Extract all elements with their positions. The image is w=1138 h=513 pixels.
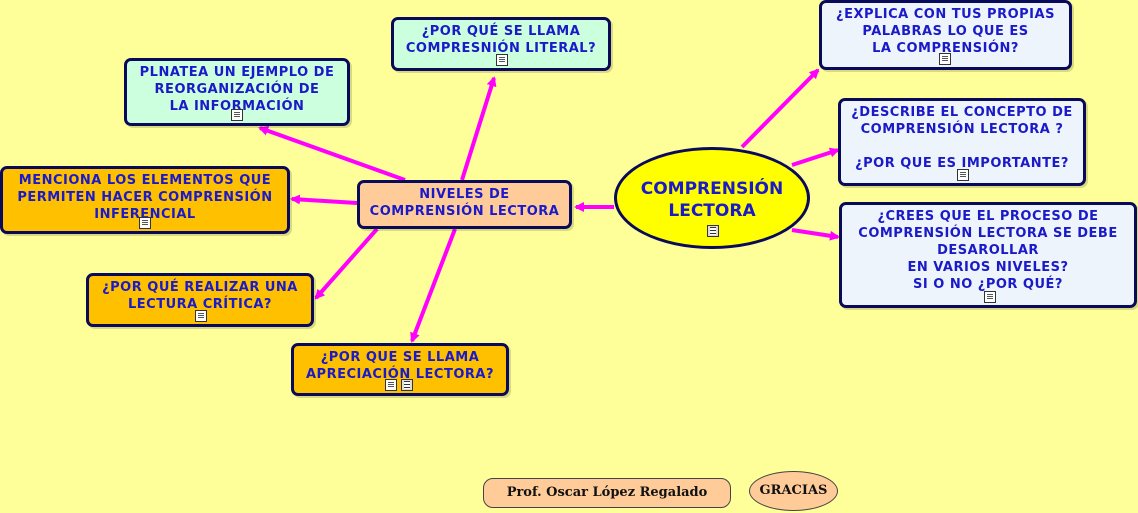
- hub-niveles-comprension[interactable]: NIVELES DE COMPRENSIÓN LECTORA: [357, 180, 572, 229]
- document-icon[interactable]: [385, 379, 397, 391]
- link-hub-reorganizacion: [258, 125, 406, 182]
- node-explica[interactable]: ¿EXPLICA CON TUS PROPIAS PALABRAS LO QUE…: [819, 0, 1072, 70]
- link-center-niveles: [791, 228, 840, 241]
- node-reorganizacion[interactable]: PLNATEA UN EJEMPLO DE REORGANIZACIÓN DE …: [124, 58, 350, 126]
- node-critica-label: ¿POR QUÉ REALIZAR UNA LECTURA CRÍTICA?: [102, 280, 298, 312]
- document-icon[interactable]: [231, 109, 243, 121]
- document-icon[interactable]: [496, 54, 508, 66]
- node-describe[interactable]: ¿DESCRIBE EL CONCEPTO DE COMPRENSIÓN LEC…: [838, 98, 1086, 186]
- node-explica-label: ¿EXPLICA CON TUS PROPIAS PALABRAS LO QUE…: [836, 7, 1055, 56]
- document-icon[interactable]: [957, 169, 969, 181]
- node-apreciacion-label: ¿POR QUE SE LLAMA APRECIACIÓN LECTORA?: [306, 350, 494, 382]
- link-center-explica: [740, 68, 820, 149]
- node-describe-label: ¿DESCRIBE EL CONCEPTO DE COMPRENSIÓN LEC…: [851, 105, 1073, 171]
- film-icon[interactable]: [707, 225, 719, 237]
- hub-label: NIVELES DE COMPRENSIÓN LECTORA: [369, 187, 560, 219]
- node-niveles-proceso[interactable]: ¿CREES QUE EL PROCESO DE COMPRENSIÓN LEC…: [839, 202, 1137, 308]
- node-reorganizacion-label: PLNATEA UN EJEMPLO DE REORGANIZACIÓN DE …: [139, 65, 335, 114]
- link-hub-inferencial: [290, 194, 358, 205]
- document-icon[interactable]: [139, 217, 151, 229]
- node-literal[interactable]: ¿POR QUÉ SE LLAMA COMPRESNIÓN LITERAL?: [391, 17, 611, 71]
- author-credit: Prof. Oscar López Regalado: [483, 478, 731, 508]
- node-niveles-proceso-label: ¿CREES QUE EL PROCESO DE COMPRENSIÓN LEC…: [858, 209, 1118, 292]
- node-literal-label: ¿POR QUÉ SE LLAMA COMPRESNIÓN LITERAL?: [405, 24, 597, 56]
- node-apreciacion[interactable]: ¿POR QUE SE LLAMA APRECIACIÓN LECTORA?: [291, 343, 509, 396]
- document-icon[interactable]: [939, 53, 951, 65]
- thanks-button[interactable]: GRACIAS: [749, 471, 838, 511]
- node-inferencial-label: MENCIONA LOS ELEMENTOS QUE PERMITEN HACE…: [17, 173, 273, 222]
- link-hub-apreciacion: [410, 228, 457, 343]
- document-icon[interactable]: [984, 291, 996, 303]
- link-hub-literal: [460, 76, 497, 181]
- main-topic-ellipse[interactable]: COMPRENSIÓN LECTORA: [614, 147, 810, 249]
- node-critica[interactable]: ¿POR QUÉ REALIZAR UNA LECTURA CRÍTICA?: [86, 273, 314, 327]
- film-icon[interactable]: [401, 379, 413, 391]
- node-inferencial[interactable]: MENCIONA LOS ELEMENTOS QUE PERMITEN HACE…: [0, 166, 290, 234]
- link-center-describe: [791, 147, 840, 167]
- main-topic-label: COMPRENSIÓN LECTORA: [640, 179, 784, 221]
- document-icon[interactable]: [195, 310, 207, 322]
- link-hub-critica: [314, 227, 379, 300]
